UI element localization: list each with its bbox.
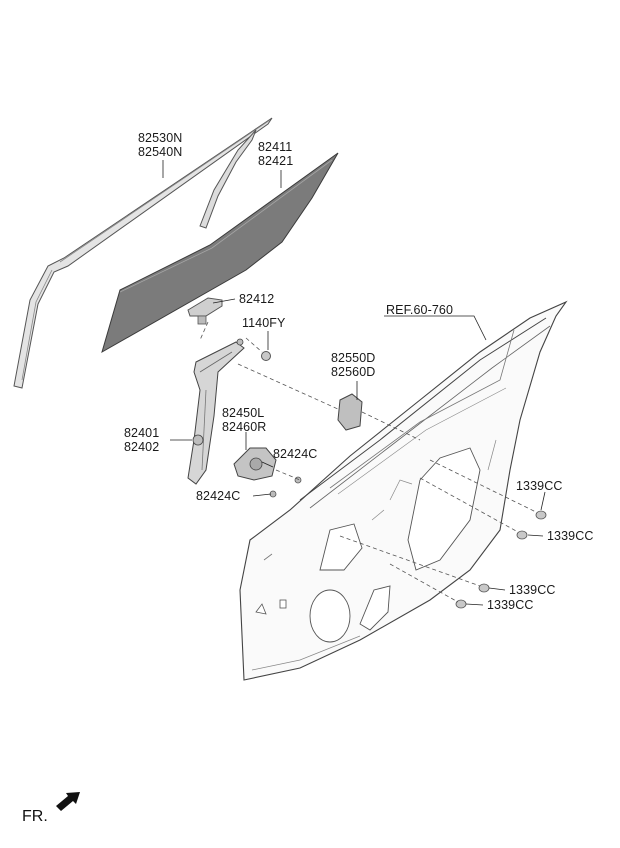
door-module [337,393,363,431]
dashed-guides [199,321,537,603]
bolt-1140fy [261,351,271,361]
front-direction-label: FR. [22,808,48,825]
glass-bracket [187,297,223,325]
door-glass [101,152,339,354]
label-82424c-lower: 82424C [196,489,241,503]
label-1339cc-4: 1339CC [487,598,534,612]
label-82424c-upper: 82424C [273,447,318,461]
front-arrow-icon [56,792,80,811]
leader-lines [162,160,546,606]
label-1339cc-1: 1339CC [516,479,563,493]
window-regulator [187,338,245,485]
grommets [455,510,547,609]
label-1140fy: 1140FY [242,316,286,330]
inner-channel [199,129,257,229]
clips [269,476,302,498]
outer-moulding [13,117,273,389]
label-82412: 82412 [239,292,275,306]
label-1339cc-2: 1339CC [547,529,594,543]
door-panel [239,300,568,681]
label-1339cc-3: 1339CC [509,583,556,597]
ref-label: REF.60-760 [386,303,454,317]
regulator-motor [233,447,277,481]
